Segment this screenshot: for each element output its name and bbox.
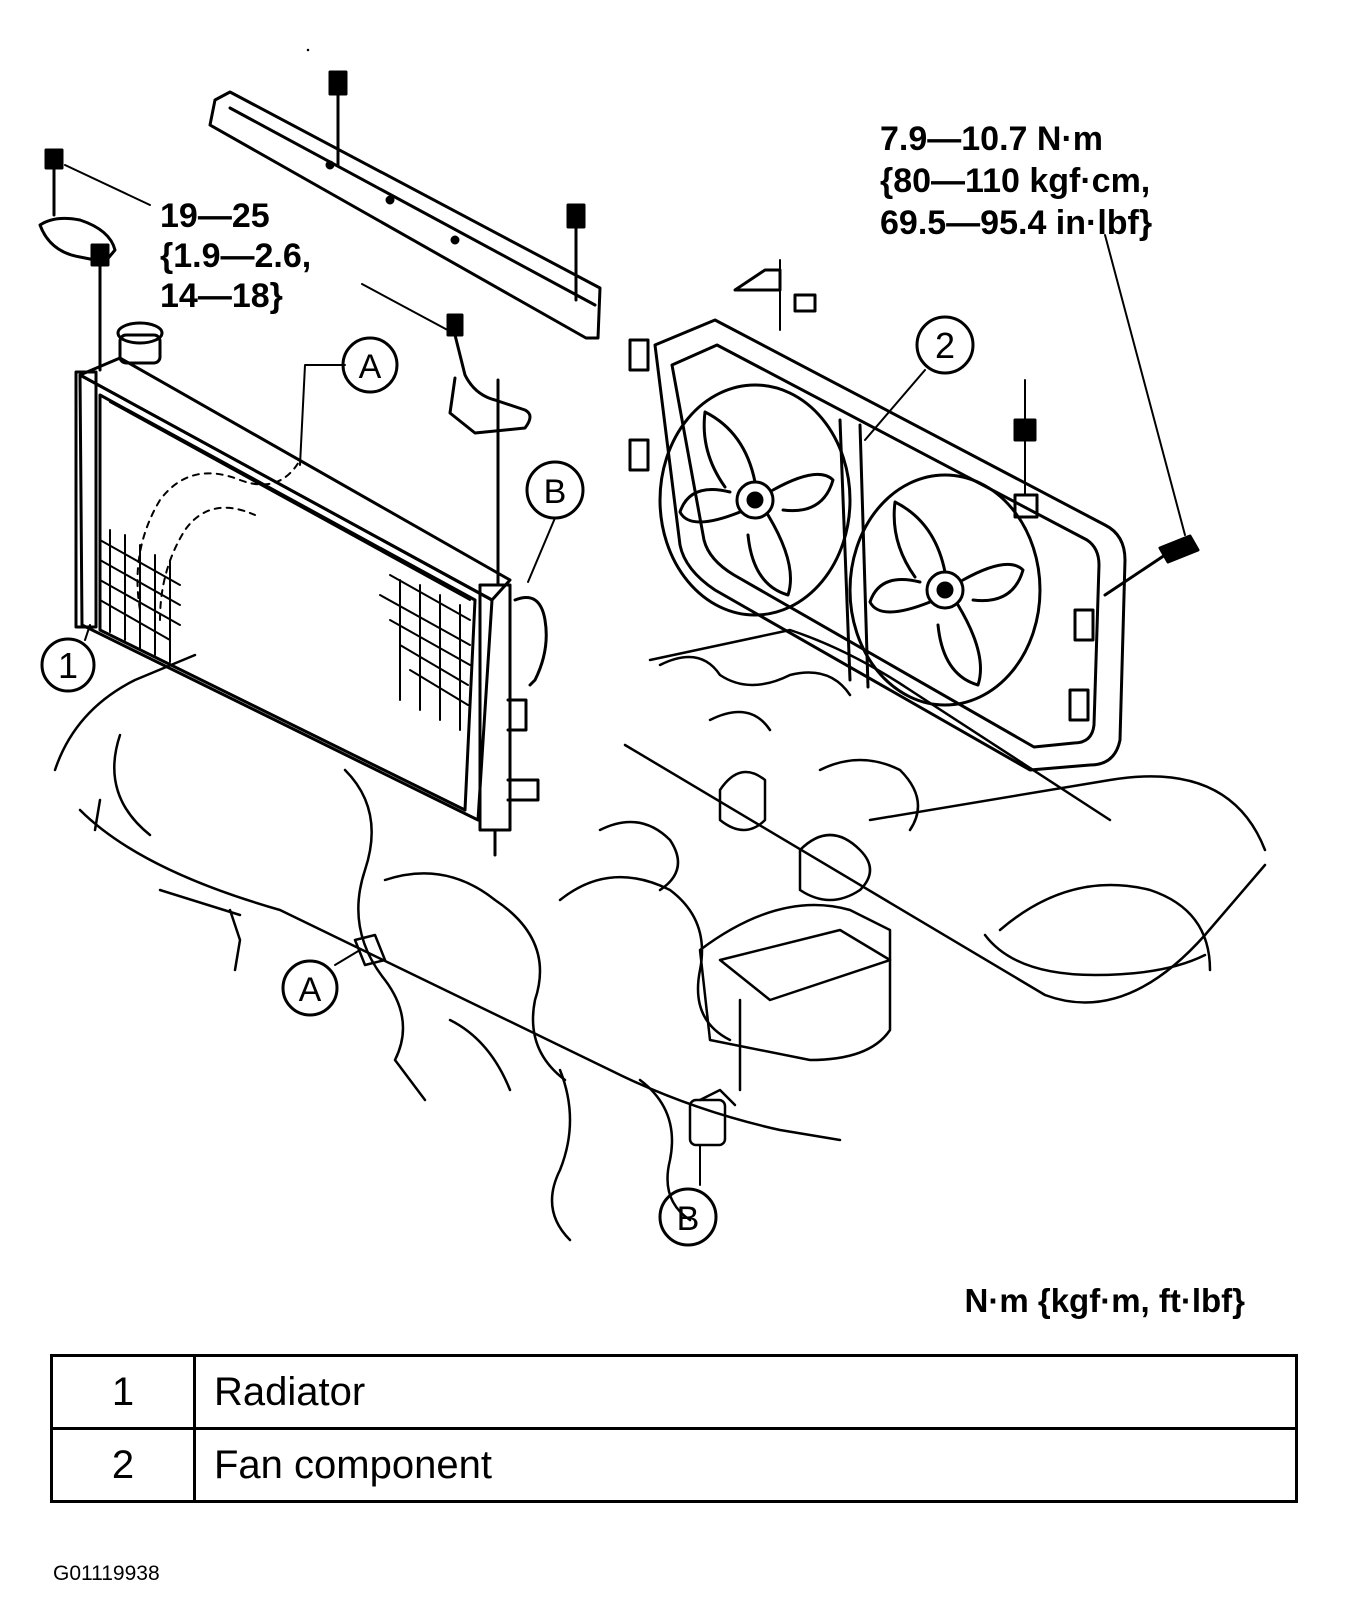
torque-left-line-3: 14—18} [160,277,283,315]
legend-number: 2 [50,1427,196,1503]
callout-1-leader [84,624,91,641]
callout-a-upper: A [341,336,399,394]
legend-number: 1 [50,1354,196,1430]
fan-shroud [628,259,1127,772]
callout-b-upper-label: B [544,473,567,511]
callout-1: 1 [40,637,96,693]
figure-code: G01119938 [53,1562,160,1585]
bracket-bolt-top [328,70,348,167]
callout-a-lower-label: A [299,971,322,1009]
fan-mount-bolt [1103,234,1200,597]
upper-support-bracket [208,90,602,340]
legend-row: 1 Radiator [50,1354,1298,1430]
cooling-system-diagram: 1 2 A B A B [38,48,1267,1247]
torque-right-line-3: 69.5—95.4 in·lbf} [880,204,1153,242]
callout-b-lower: B [658,1187,718,1247]
torque-units-note: N·m {kgf·m, ft·lbf} [964,1282,1245,1319]
torque-left-line-2: {1.9—2.6, [160,237,312,275]
callout-a-upper-label: A [359,348,382,386]
callout-1-label: 1 [58,645,78,686]
torque-right-line-1: 7.9—10.7 N·m [880,120,1103,158]
legend-part-name: Fan component [193,1427,1298,1503]
radiator-mount-bolt-left [38,148,151,372]
torque-spec-right: 7.9—10.7 N·m {80—110 kgf·cm, 69.5—95.4 i… [880,118,1152,244]
legend-part-name: Radiator [193,1354,1298,1430]
callout-2-leader [864,369,926,441]
torque-spec-left: 19—25 {1.9—2.6, 14—18} [160,196,311,316]
legend-row: 2 Fan component [50,1427,1298,1503]
callout-2-label: 2 [935,325,955,366]
torque-right-line-2: {80—110 kgf·cm, [880,162,1151,200]
bracket-bolt-right [566,203,586,302]
parts-legend-table: 1 Radiator 2 Fan component [50,1354,1298,1503]
radiator [74,321,540,857]
radiator-mount-bracket-right [361,283,532,587]
callout-a-lower: A [281,959,339,1017]
torque-left-line-1: 19—25 [160,197,270,235]
callout-2: 2 [915,315,975,375]
callout-b-upper: B [525,460,585,520]
hose-b-upper [513,517,556,687]
callout-b-lower-label: B [677,1200,700,1238]
engine-bay [53,48,1267,1242]
